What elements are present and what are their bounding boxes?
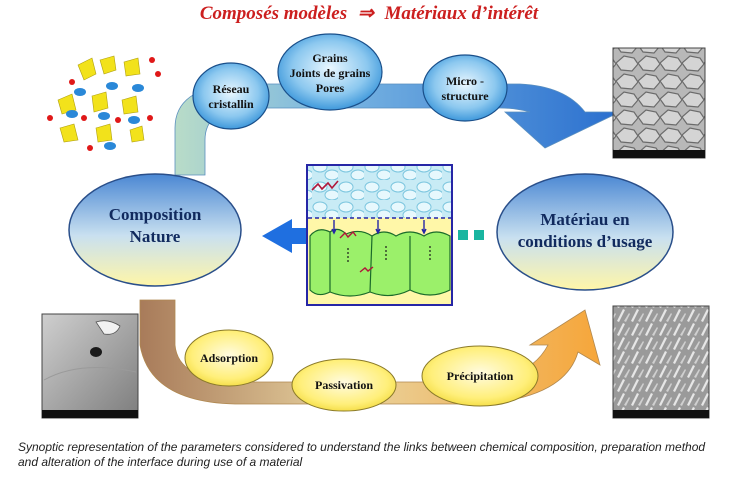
interface-schematic-image — [306, 164, 453, 306]
passivation-label: Passivation — [314, 378, 373, 392]
grains-circle — [277, 33, 383, 111]
sem-crystals-image — [612, 305, 710, 419]
precipitation-label: Précipitation — [446, 369, 514, 383]
center-arrow — [262, 219, 308, 253]
materiau-label: Matériau en conditions d’usage — [500, 209, 670, 253]
materiau-line-1: Matériau en — [540, 210, 630, 229]
microstructure-line-2: structure — [441, 89, 489, 103]
title-arrow: ⇒ — [357, 3, 374, 24]
adsorption-circle — [184, 329, 274, 387]
materiau-ellipse — [496, 173, 674, 291]
grains-line-1: Grains — [312, 51, 348, 65]
passivation-circle — [291, 358, 397, 412]
crystal-structure-image — [47, 55, 161, 151]
adsorption-label: Adsorption — [199, 351, 258, 365]
reseau-label: Réseau cristallin — [193, 82, 269, 112]
composition-line-2: Nature — [129, 227, 181, 246]
reseau-circle — [192, 62, 270, 130]
teal-dash — [458, 230, 468, 240]
composition-label: Composition Nature — [80, 204, 230, 248]
composition-line-1: Composition — [108, 205, 202, 224]
reseau-line-2: cristallin — [208, 97, 254, 111]
sem-surface-image — [41, 313, 139, 419]
composition-ellipse — [68, 173, 242, 287]
synoptic-diagram — [41, 33, 710, 419]
diagram-title: Composés modèles ⇒ Matériaux d’intérêt — [0, 2, 738, 25]
microstructure-label: Micro - structure — [425, 74, 505, 104]
reseau-line-1: Réseau — [212, 82, 250, 96]
microstructure-circle — [422, 54, 508, 122]
grains-line-3: Pores — [315, 81, 345, 95]
microstructure-line-1: Micro - — [445, 74, 485, 88]
sem-grains-image — [612, 47, 706, 159]
grains-line-2: Joints de grains — [289, 66, 371, 80]
teal-dash — [474, 230, 484, 240]
materiau-line-2: conditions d’usage — [517, 232, 653, 251]
grains-label: Grains Joints de grains Pores — [280, 51, 380, 96]
title-right: Matériaux d’intérêt — [384, 3, 539, 24]
precipitation-circle — [421, 345, 539, 407]
figure-caption: Synoptic representation of the parameter… — [18, 440, 706, 469]
title-left: Composés modèles — [199, 3, 348, 24]
